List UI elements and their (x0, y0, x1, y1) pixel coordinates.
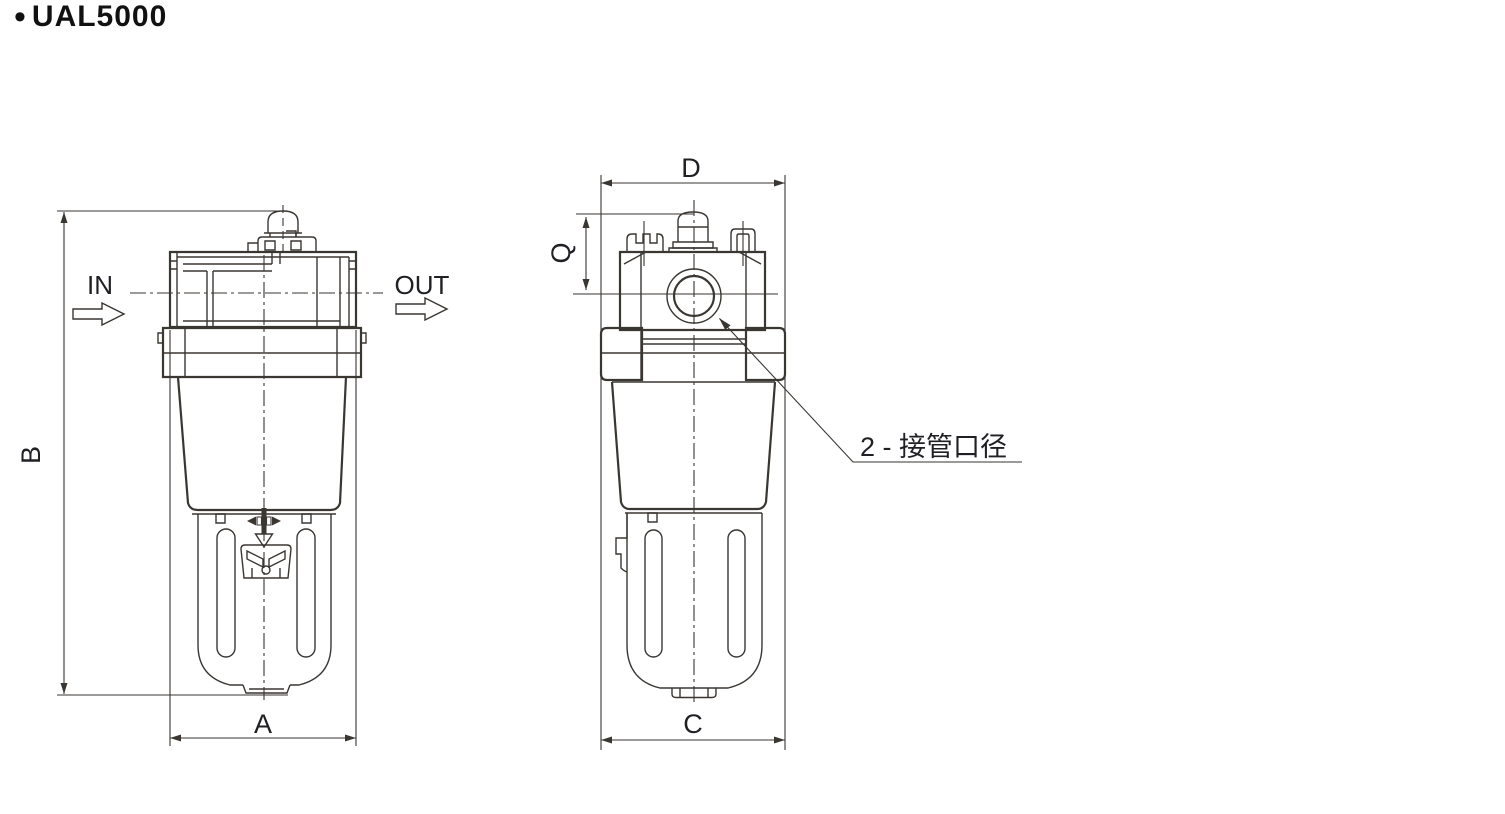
dimension-a (169, 330, 357, 746)
in-label: IN (87, 270, 113, 300)
bowl-latch (615, 514, 628, 573)
dim-label-c: C (683, 709, 703, 739)
front-right-clip (730, 221, 756, 266)
front-view: D Q C 2 - 接管口径 (546, 153, 1022, 750)
side-view: IN OUT B A (16, 205, 450, 746)
dimension-c (601, 736, 785, 744)
front-fill-cap (668, 211, 718, 253)
out-label: OUT (395, 270, 450, 300)
sight-slot (644, 529, 663, 658)
dim-label-b: B (16, 446, 46, 464)
port-annotation-leader (719, 318, 1022, 463)
side-bowl-guard (176, 376, 348, 515)
product-code: UAL5000 (31, 0, 168, 33)
dim-label-q: Q (546, 242, 576, 263)
in-flow-arrow-icon (72, 301, 126, 327)
sight-slot (727, 529, 746, 658)
port-annotation-label: 2 - 接管口径 (860, 432, 1007, 462)
page-title: • UAL5000 (14, 0, 167, 34)
dim-label-d: D (681, 153, 701, 183)
side-bowl (197, 513, 332, 694)
dimension-q (576, 213, 694, 290)
dimension-b (57, 210, 288, 696)
dim-label-a: A (254, 709, 272, 739)
sight-slot (216, 528, 236, 658)
dimension-d (600, 175, 786, 750)
sight-slot (296, 528, 316, 658)
side-body (168, 250, 358, 329)
front-bowl (615, 512, 763, 699)
front-clamp-ring (599, 326, 787, 382)
side-drip-mechanism (240, 508, 292, 579)
title-bullet-icon: • (14, 0, 26, 36)
front-left-clip (626, 221, 664, 266)
out-flow-arrow-icon (395, 296, 449, 322)
side-fill-cap (247, 205, 317, 257)
side-clamp-ring (157, 326, 367, 379)
